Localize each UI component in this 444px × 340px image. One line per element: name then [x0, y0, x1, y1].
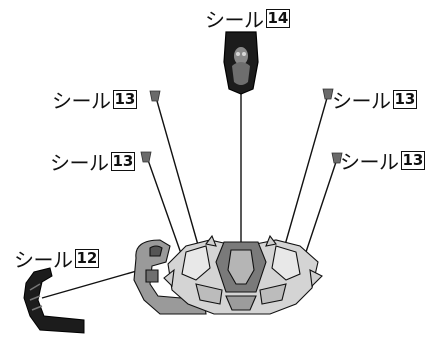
callout-number-box: 13	[112, 90, 138, 109]
leader-lines	[41, 92, 337, 299]
leader-line-13b	[282, 97, 328, 253]
leader-line-13d	[303, 161, 337, 259]
sticker-12-shape	[23, 267, 85, 334]
callout-number-box: 13	[400, 151, 426, 170]
callout-word: シール	[340, 150, 399, 174]
callout-word: シール	[50, 151, 109, 175]
buckle-body	[133, 234, 323, 315]
callout-sticker-13-upper-right: シール 13	[332, 85, 418, 114]
sticker-14-shape	[223, 31, 259, 95]
callout-word: シール	[205, 8, 264, 32]
sticker-13c-shape	[140, 151, 152, 163]
callout-sticker-13-upper-left: シール 13	[52, 85, 138, 114]
sticker-13d-shape	[331, 152, 343, 164]
callout-number-box: 12	[74, 249, 100, 268]
callout-word: シール	[332, 89, 391, 113]
callout-number-box: 13	[110, 152, 136, 171]
leader-line-12	[41, 267, 148, 299]
callout-sticker-13-lower-left: シール 13	[50, 147, 136, 176]
sticker-13b-shape	[322, 88, 334, 100]
callout-sticker-12: シール 12	[14, 244, 100, 273]
callout-number-box: 13	[392, 90, 418, 109]
leader-line-13a	[156, 100, 201, 253]
callout-number-box: 14	[265, 9, 291, 28]
callout-word: シール	[52, 89, 111, 113]
callout-sticker-13-lower-right: シール 13	[340, 146, 426, 175]
leader-line-13c	[147, 159, 185, 263]
callout-word: シール	[14, 248, 73, 272]
callout-sticker-14: シール 14	[205, 4, 291, 33]
sticker-13a-shape	[149, 90, 161, 102]
